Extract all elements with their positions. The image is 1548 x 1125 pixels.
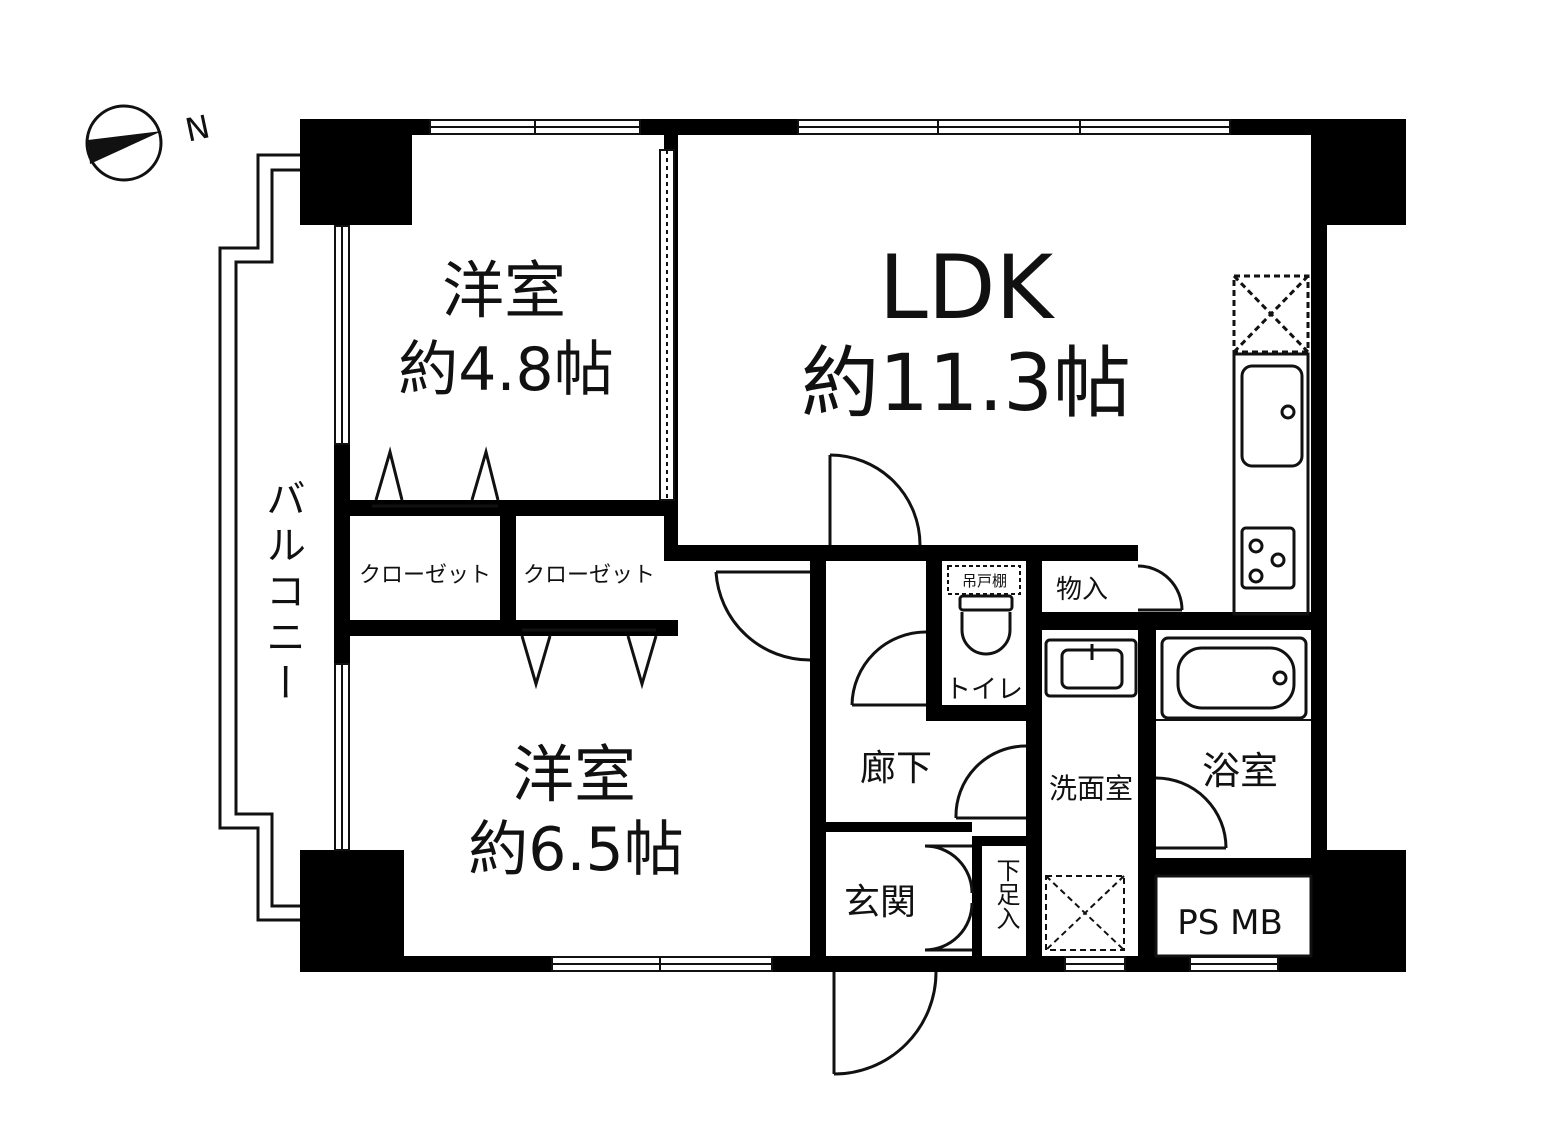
room-size-western-small: 約4.8帖 — [398, 335, 613, 405]
label-closet-left: クローゼット — [359, 563, 491, 588]
room-name-ldk: LDK — [879, 236, 1056, 339]
bathtub-icon — [1156, 636, 1311, 721]
window-bottom-washroom — [1064, 956, 1126, 972]
label-washroom: 洗面室 — [1049, 772, 1133, 805]
label-toilet: トイレ — [945, 675, 1023, 705]
ps-mb-box — [1154, 874, 1313, 958]
door-storage — [1137, 564, 1184, 612]
label-corridor: 廊下 — [860, 748, 932, 789]
svg-text:吊戸棚: 吊戸棚 — [962, 572, 1007, 590]
door-toilet — [850, 630, 927, 707]
label-ps-mb: PS MB — [1177, 903, 1283, 943]
label-closet-right: クローゼット — [523, 563, 655, 588]
balcony-outline — [218, 153, 300, 922]
door-shoe-storage — [924, 844, 974, 952]
label-entrance: 玄関 — [844, 882, 916, 923]
label-shoe-storage: 下足入 — [992, 858, 1020, 930]
interior-walls — [350, 135, 1327, 956]
room-name-western-large: 洋室 — [512, 738, 636, 811]
door-washroom — [954, 744, 1027, 820]
balcony-label: バルコニー — [259, 478, 305, 708]
room-size-ldk: 約11.3帖 — [801, 339, 1131, 429]
window-balcony-upper — [334, 225, 350, 445]
kitchen-counter — [1232, 274, 1310, 616]
compass-label: N — [182, 107, 213, 149]
window-balcony-lower — [334, 663, 350, 851]
svg-text:バルコニー: バルコニー — [259, 478, 305, 708]
window-top-bedroom — [429, 119, 641, 135]
room-name-western-small: 洋室 — [442, 254, 566, 327]
hanging-cabinet: 吊戸棚 — [947, 565, 1021, 595]
door-western-large — [714, 570, 811, 662]
closet-doors — [372, 446, 658, 690]
washer-space — [1045, 875, 1125, 951]
label-storage: 物入 — [1056, 575, 1108, 605]
washbasin-icon — [1044, 638, 1138, 698]
window-bottom-bedroom — [551, 956, 773, 972]
room-size-western-large: 約6.5帖 — [468, 815, 683, 885]
window-bottom-psmb — [1189, 956, 1279, 972]
sliding-door-ldk — [659, 149, 675, 501]
stove-icon — [1240, 526, 1296, 590]
door-ldk — [828, 453, 922, 546]
compass-icon — [85, 104, 163, 182]
door-entrance — [832, 971, 938, 1076]
window-top-ldk — [797, 119, 1231, 135]
label-bath: 浴室 — [1202, 749, 1278, 793]
sink-icon — [1240, 364, 1304, 468]
door-bath — [1155, 776, 1228, 850]
toilet-icon — [958, 594, 1014, 656]
